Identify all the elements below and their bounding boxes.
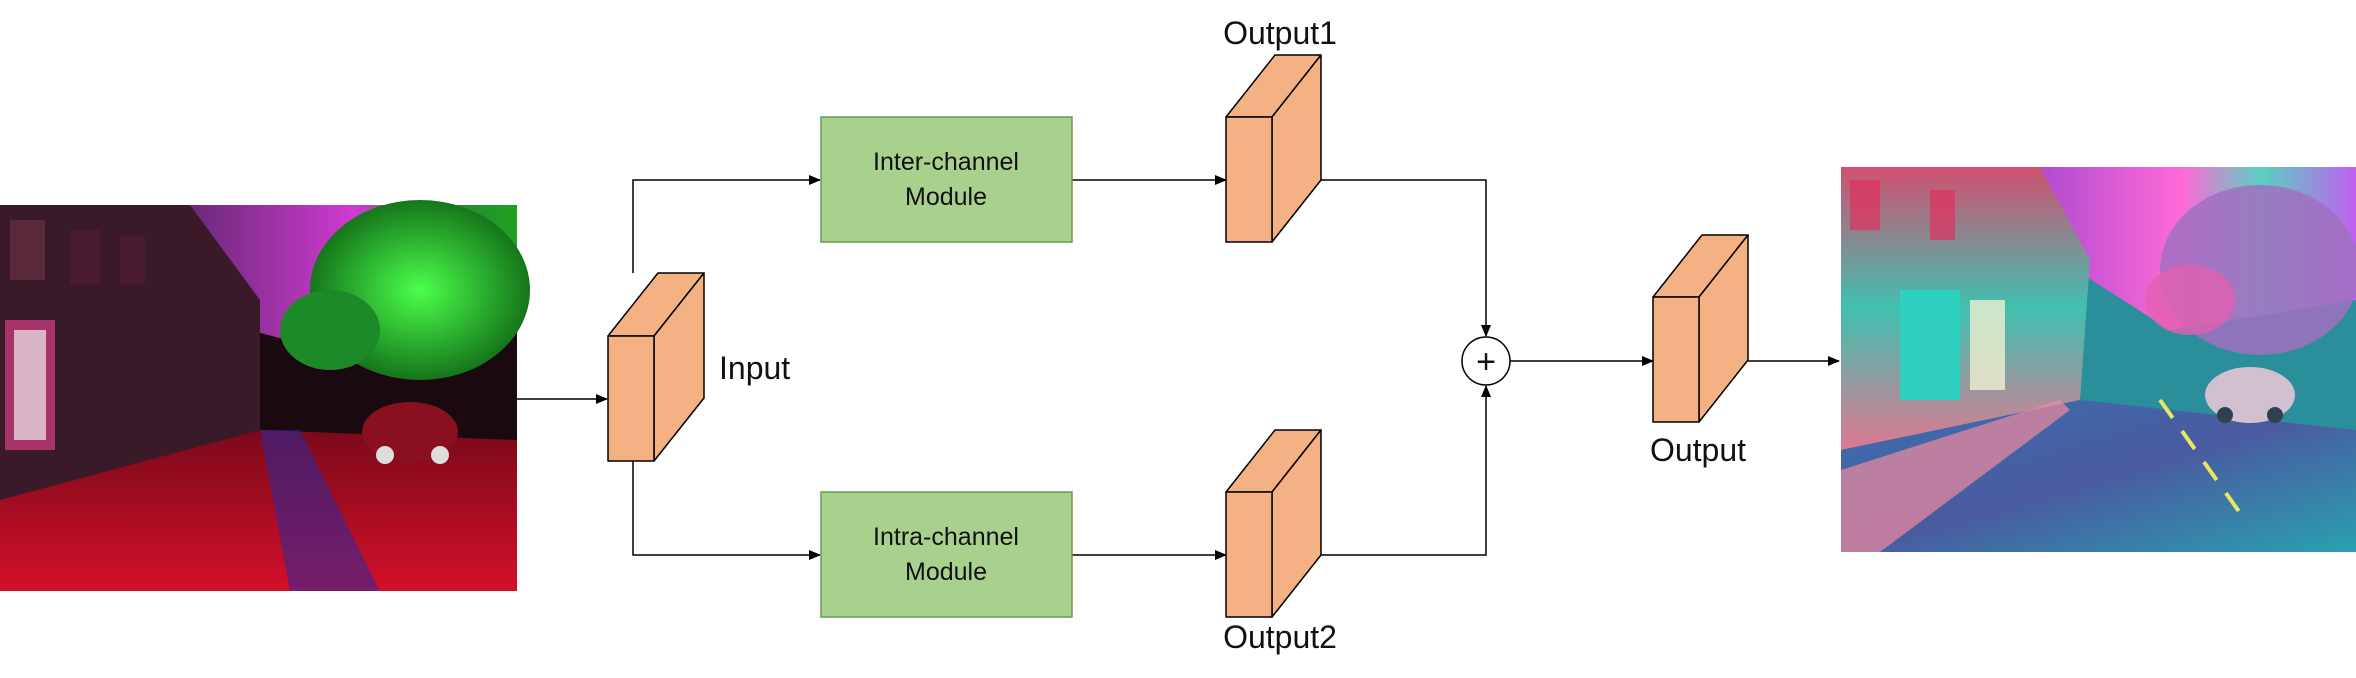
plus-icon: + [1476, 343, 1496, 381]
line-output1-to-sum [1321, 179, 1491, 337]
output-label: Output [1650, 432, 1746, 468]
connector-lines [517, 175, 1840, 560]
intra-channel-module: Intra-channel Module [820, 491, 1073, 618]
output2-feature-block [1225, 429, 1322, 618]
inter-module-label-line2: Module [905, 183, 987, 211]
intra-module-label-line1: Intra-channel [873, 523, 1019, 551]
sum-node: + [1461, 336, 1511, 386]
intra-module-label-line2: Module [905, 558, 987, 586]
output-feature-block [1652, 234, 1749, 423]
input-label: Input [719, 350, 790, 386]
output1-feature-block [1225, 54, 1322, 243]
input-feature-block [607, 272, 705, 462]
line-output2-to-sum [1321, 385, 1491, 556]
output-image [1841, 167, 2356, 552]
output2-label: Output2 [1223, 619, 1337, 655]
output1-label: Output1 [1223, 15, 1337, 51]
line-input-to-inter [632, 175, 821, 273]
input-image [0, 200, 530, 591]
inter-module-label-line1: Inter-channel [873, 148, 1019, 176]
line-input-to-intra [632, 460, 821, 560]
inter-channel-module: Inter-channel Module [820, 116, 1073, 243]
